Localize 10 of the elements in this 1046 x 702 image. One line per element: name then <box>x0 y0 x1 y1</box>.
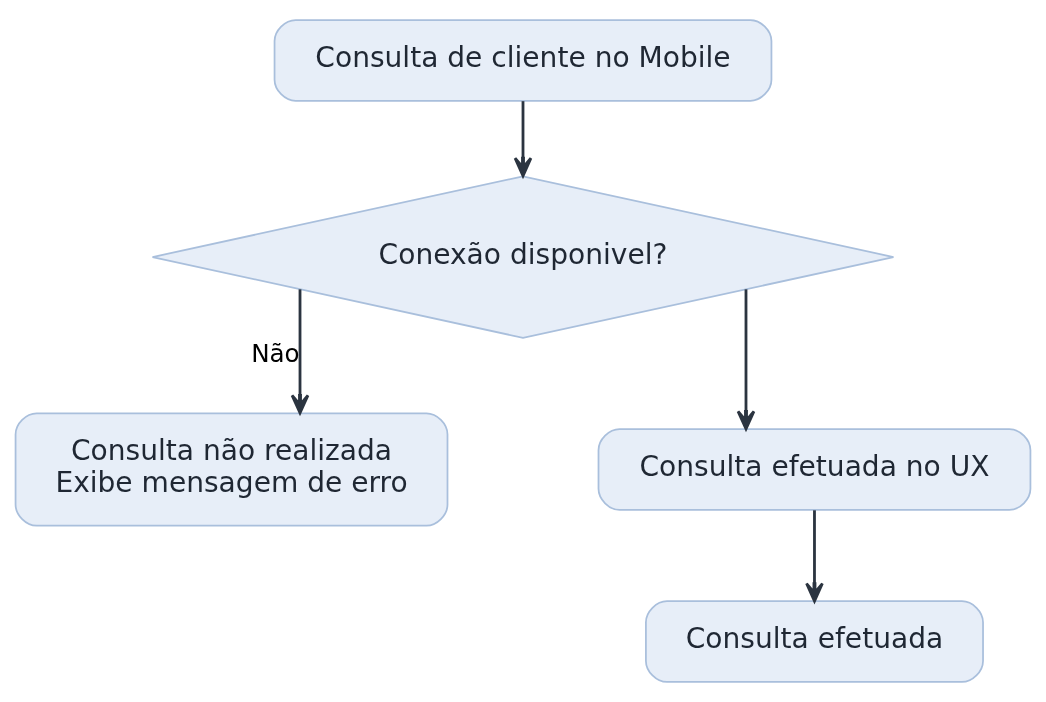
edge-label: Não <box>251 339 300 369</box>
node-box: Consulta não realizada Exibe mensagem de erro <box>14 412 449 527</box>
arrow <box>736 289 756 431</box>
node-box: Consulta efetuada <box>645 600 984 683</box>
node-box: Consulta de cliente no Mobile <box>273 19 773 102</box>
node-diamond: Conexão disponivel? <box>151 175 895 339</box>
arrow <box>805 510 824 603</box>
arrow <box>290 289 310 415</box>
arrow <box>513 101 533 178</box>
node-box: Consulta efetuada no UX <box>597 428 1032 511</box>
